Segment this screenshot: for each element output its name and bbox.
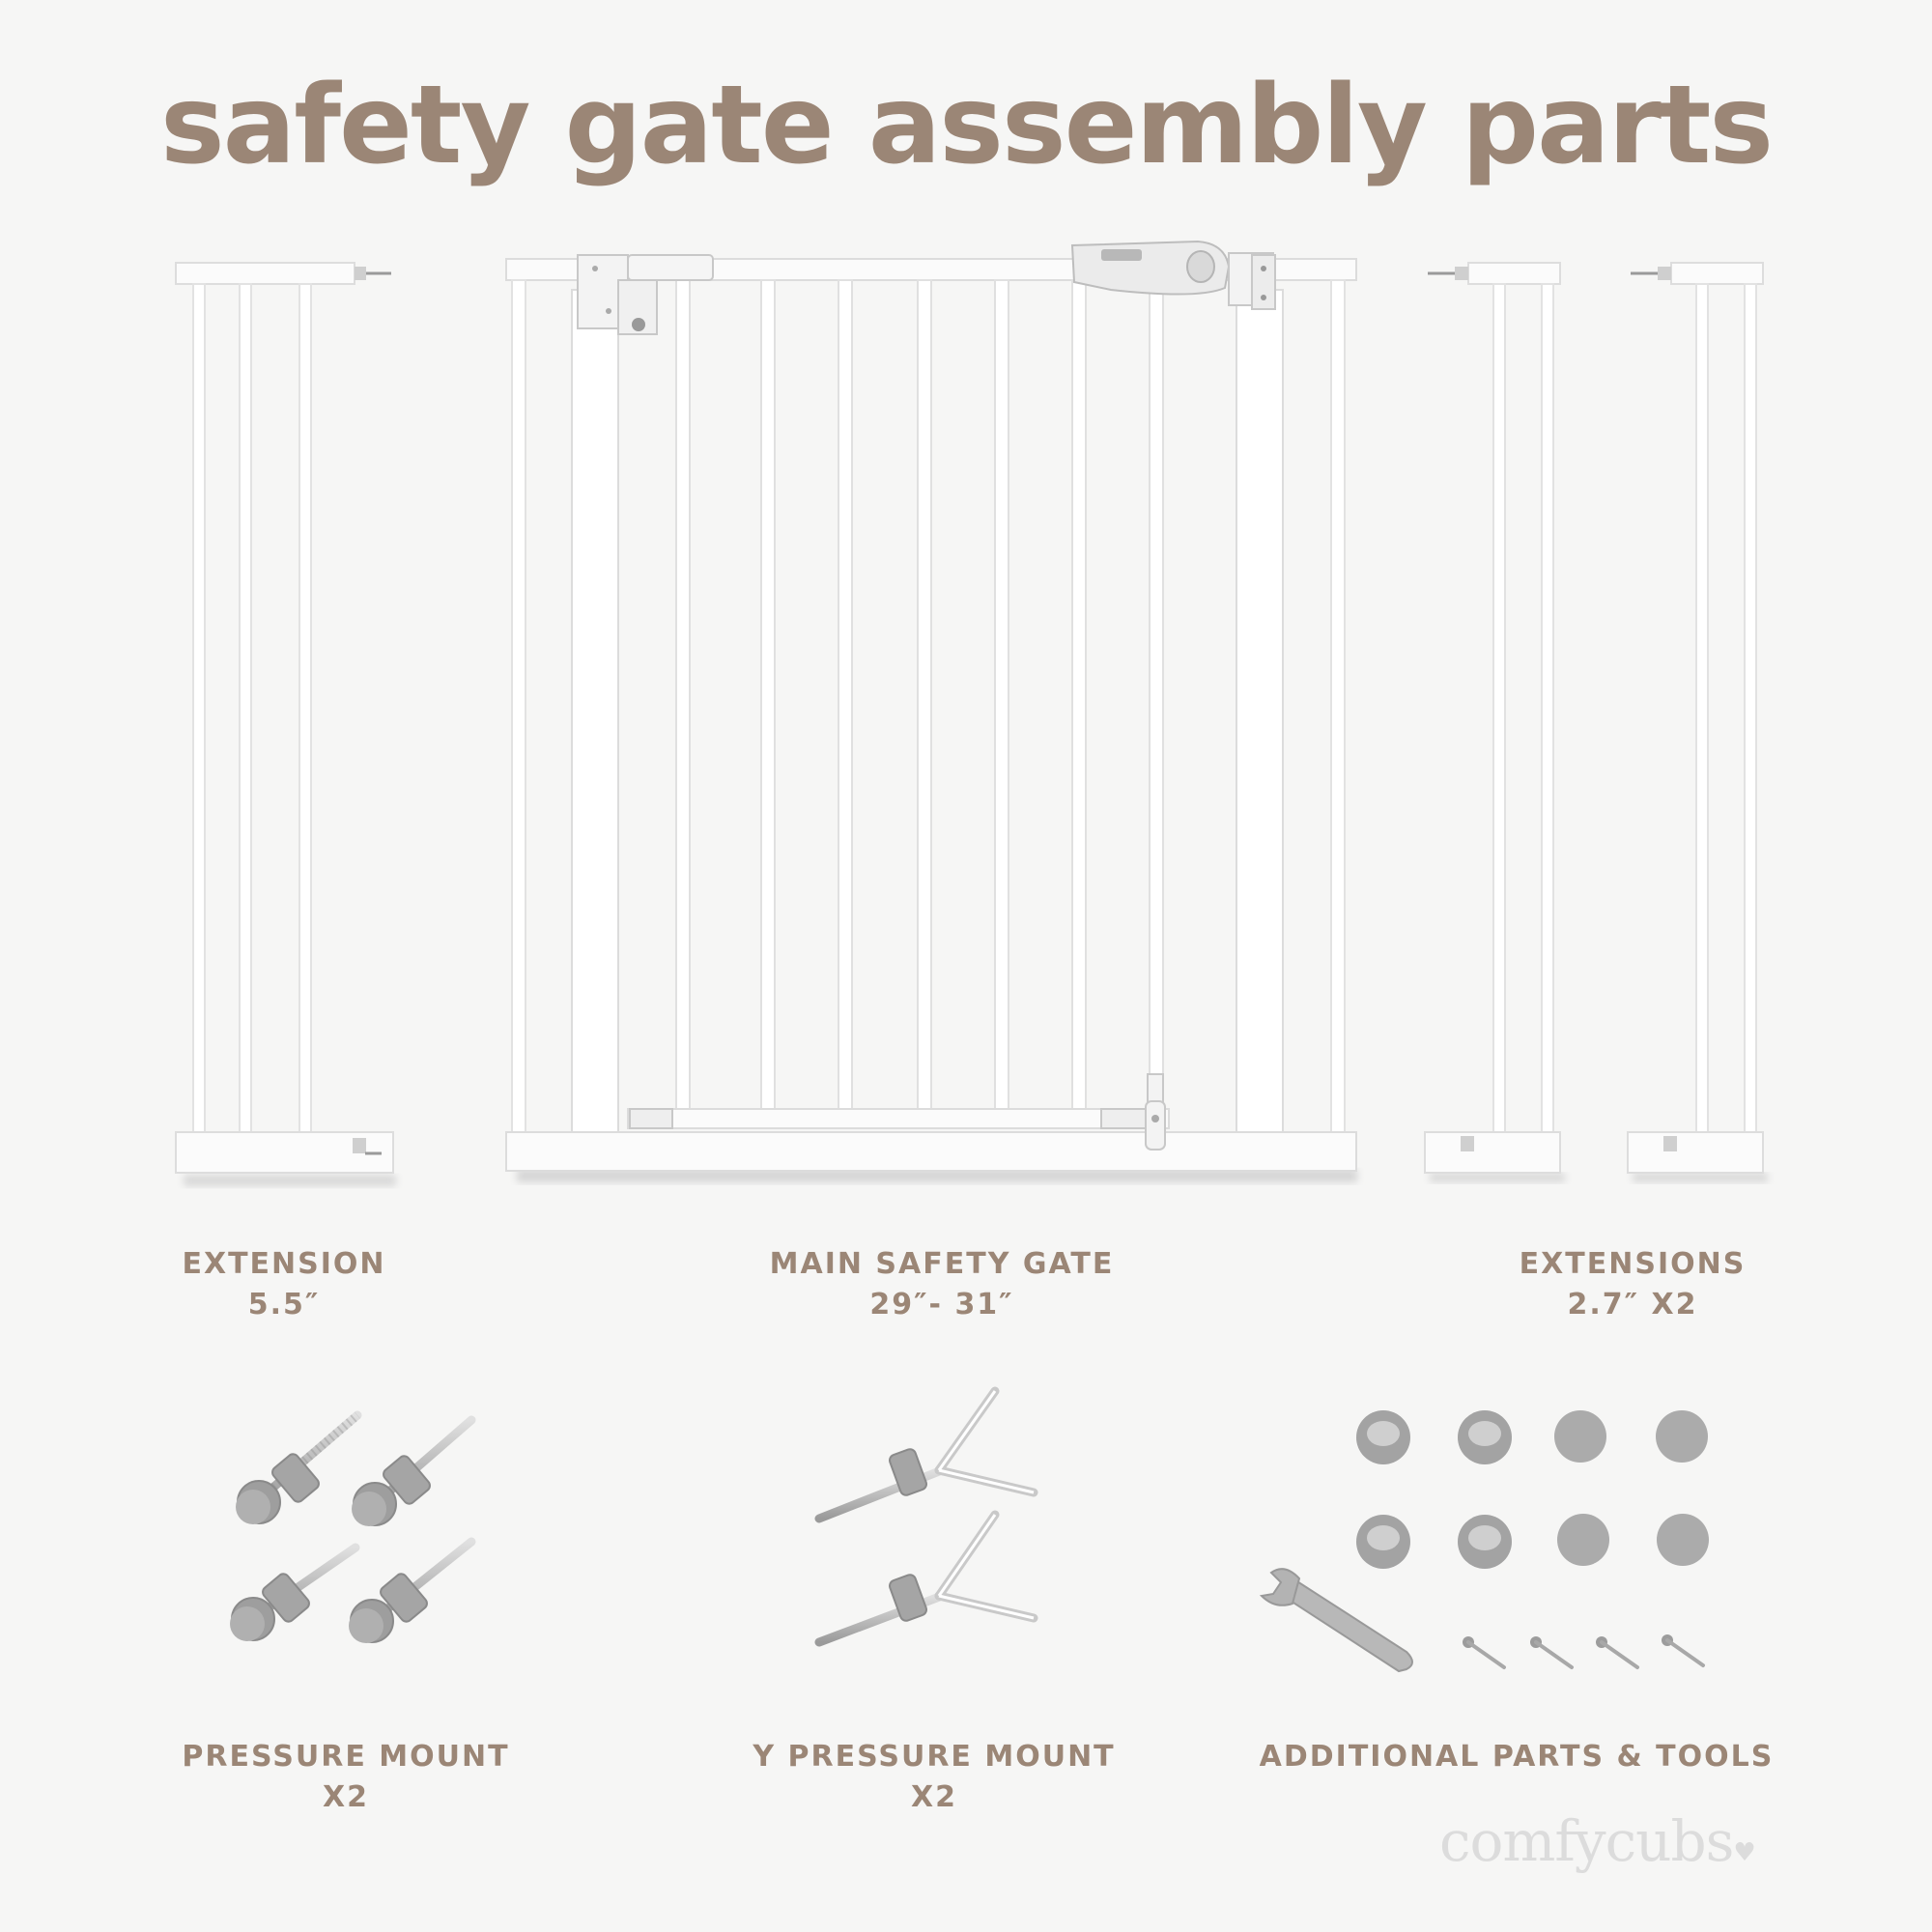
screw-icon	[1530, 1636, 1574, 1669]
pad-icon	[1656, 1410, 1708, 1463]
pressure-mount-icon	[349, 1537, 476, 1643]
extension-panel-icon	[175, 262, 396, 1186]
heart-icon: ♥	[1733, 1838, 1755, 1867]
brand-name: comfycubs	[1439, 1808, 1734, 1874]
pad-icon	[1554, 1410, 1606, 1463]
label-extension: EXTENSION 5.5″	[139, 1244, 429, 1325]
extension-panel-icon	[1627, 262, 1768, 1182]
screw-icon	[1463, 1636, 1506, 1669]
pressure-mount-icon	[230, 1543, 360, 1641]
cup-icon	[1458, 1515, 1512, 1569]
label-extension-size: 5.5″	[247, 1288, 321, 1321]
y-pressure-mount-icon	[814, 1386, 1038, 1523]
label-pressure-mount-name: PRESSURE MOUNT	[182, 1740, 510, 1774]
label-extension-name: EXTENSION	[182, 1247, 386, 1281]
label-main-gate-name: MAIN SAFETY GATE	[769, 1247, 1115, 1281]
extension-panel-icon	[1424, 262, 1565, 1182]
label-pressure-mount-qty: X2	[322, 1780, 369, 1814]
screw-icon	[1662, 1634, 1705, 1667]
cup-icon	[1356, 1410, 1410, 1464]
label-extensions-size: 2.7″ X2	[1567, 1288, 1698, 1321]
y-pressure-mount-icon	[814, 1510, 1038, 1647]
page-title: safety gate assembly parts	[159, 63, 1774, 188]
wrench-icon	[1259, 1568, 1413, 1673]
screw-icon	[1596, 1636, 1639, 1669]
label-main-gate: MAIN SAFETY GATE 29″- 31″	[749, 1244, 1135, 1325]
label-additional-name: ADDITIONAL PARTS & TOOLS	[1259, 1740, 1775, 1774]
label-y-pressure-mount-qty: X2	[910, 1780, 957, 1814]
label-y-pressure-mount-name: Y PRESSURE MOUNT	[753, 1740, 1116, 1774]
label-extensions-name: EXTENSIONS	[1519, 1247, 1747, 1281]
label-y-pressure-mount: Y PRESSURE MOUNT X2	[722, 1737, 1147, 1818]
cup-icon	[1458, 1410, 1512, 1464]
cup-icon	[1356, 1515, 1410, 1569]
gate-icon	[505, 240, 1357, 1182]
label-pressure-mount: PRESSURE MOUNT X2	[153, 1737, 539, 1818]
pad-icon	[1657, 1514, 1709, 1566]
label-additional: ADDITIONAL PARTS & TOOLS	[1246, 1737, 1787, 1777]
pressure-mount-icon	[236, 1410, 362, 1524]
label-main-gate-size: 29″- 31″	[869, 1288, 1014, 1321]
brand-logo: comfycubs♥	[1439, 1808, 1756, 1874]
label-extensions: EXTENSIONS 2.7″ X2	[1488, 1244, 1777, 1325]
pad-icon	[1557, 1514, 1609, 1566]
pressure-mount-icon	[352, 1415, 476, 1526]
